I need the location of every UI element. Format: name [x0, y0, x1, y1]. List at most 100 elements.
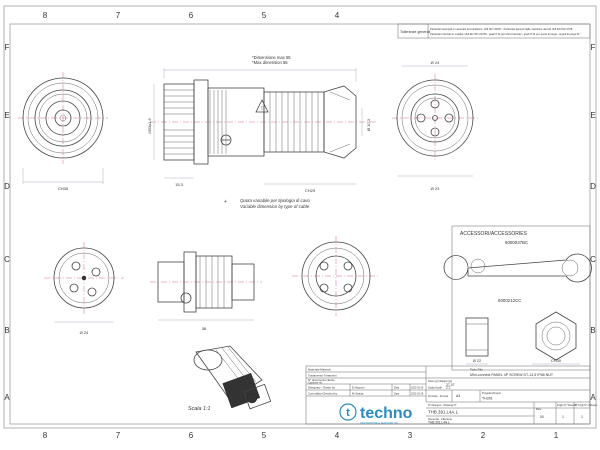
sheet-border-inner: [9, 23, 591, 425]
accessory-code-2: 6000212CC: [498, 298, 521, 303]
tb-file-value: THB.391.L4A.L: [428, 421, 450, 425]
col-label-bottom: 5: [262, 431, 267, 440]
col-label-bottom: 2: [481, 431, 486, 440]
col-label-bottom: 6: [189, 431, 194, 440]
row-label-left: F: [5, 43, 10, 52]
wrench-icon: [443, 253, 592, 283]
tb-scale-label: Scala-Scale: [428, 386, 442, 390]
svg-text:!: !: [261, 106, 262, 112]
tb-title-label: Titolo-Title: [470, 368, 483, 372]
col-label-top: 7: [116, 11, 121, 20]
dim-d22: Ø 22: [473, 359, 481, 363]
brand-tagline: INNOVAZIONE E AFFIDABILITÀ: [360, 421, 398, 425]
accessories-title: ACCESSORI/ACCESSORIES: [460, 231, 528, 237]
tb-title-value: Mini-connect PANEL 4P SCREW DT-13,5 IP68…: [470, 373, 554, 377]
column-labels: 8 7 6 5 4 8 7 6 5 4 3 2 1: [43, 11, 559, 440]
arrow-marker: +: [224, 199, 227, 205]
side-view-small: 36: [150, 251, 262, 331]
tb-file-label: Nome file - Filename: [428, 417, 452, 421]
row-label-left: A: [4, 393, 10, 402]
tb-date-label: Data: [394, 387, 400, 390]
tb-rev-label: Rev.: [536, 407, 542, 411]
col-label-top: 6: [189, 11, 194, 20]
tb-checked-value: M.Strada: [352, 392, 364, 396]
tb-scale-value: 2:1: [446, 386, 451, 390]
row-label-left: C: [4, 255, 10, 264]
row-label-right: F: [591, 43, 596, 52]
tb-checked-date-label: Data: [394, 393, 400, 396]
col-label-bottom: 7: [116, 431, 121, 440]
tb-sheet-label: Foglio N° Sheet N°: [557, 404, 577, 407]
accessory-code-1: 6000037BC: [505, 240, 528, 245]
dim-m33: M33x1.5: [147, 118, 152, 134]
front-view-socket-face: Ø 24 Ø 23: [392, 60, 478, 191]
row-label-right: C: [590, 255, 596, 264]
front-view-small-left: Ø 24: [44, 242, 124, 335]
col-label-bottom: 8: [43, 431, 48, 440]
row-label-right: B: [590, 326, 595, 335]
dim-ch29: CH29: [305, 188, 316, 193]
tb-rev-value: 00: [540, 415, 544, 419]
col-label-top: 8: [43, 11, 48, 20]
brand-name: techno: [360, 405, 413, 422]
tb-sheets-value: 1: [581, 415, 583, 419]
dim-36: 36: [202, 326, 207, 331]
row-label-left: E: [4, 111, 9, 120]
row-label-right: D: [590, 182, 596, 191]
tb-checked-label: Controllato-Checked by: [308, 392, 338, 396]
side-view-connector: ! M33x1.5 15,3 Ø 10,3 CH29: [147, 68, 378, 193]
row-labels: F E D C B A F E D C B A: [4, 43, 596, 402]
note-variable-it: Quota variabile per tipologia di cavo: [240, 198, 310, 203]
note-dim-max-en: *Max dimension 55: [252, 60, 288, 65]
tb-drawing-label: N° Disegno - Drawing N°: [428, 403, 457, 407]
row-label-right: A: [590, 393, 596, 402]
tolerance-label: Tolleranze generali: [400, 30, 430, 34]
dim-15-3: 15,3: [175, 182, 184, 187]
col-label-bottom: 3: [408, 431, 413, 440]
tb-designed-value: E.Negroni: [352, 386, 365, 390]
tolerance-line-1: Particolari stampati in materiale termop…: [430, 27, 573, 31]
nut-front-view: [535, 311, 577, 361]
dim-d24-top: Ø 24: [431, 60, 440, 65]
dim-ch35: CH35: [58, 186, 69, 191]
brand-logo: t techno INNOVAZIONE E AFFIDABILITÀ: [339, 403, 413, 425]
tb-project-label: Progetto-Project: [482, 391, 501, 395]
tb-project-value: TH391: [482, 397, 493, 401]
tb-sheet-value: 1: [562, 415, 564, 419]
tb-drawing-value: THB.391.L4A.L: [428, 410, 459, 415]
tb-weight-label: Peso (gr) Weight (gr): [428, 379, 452, 383]
note-dim-max-it: *Dimensione max 55: [252, 55, 291, 60]
col-label-bottom: 4: [335, 431, 340, 440]
sheet-border-outer: [3, 5, 597, 429]
tolerance-line-2: Particolari tranciati in metallo: UNI EN…: [430, 32, 581, 36]
dim-d10: Ø 10,3: [366, 118, 371, 131]
dim-d24-left: Ø 24: [80, 330, 89, 335]
tb-treatment-label: Trattamento-Treatment: [308, 374, 337, 378]
tb-format-value: A3: [456, 394, 460, 398]
brand-logo-letter: t: [346, 407, 350, 419]
dim-ch30: CH30: [551, 358, 562, 363]
col-label-top: 4: [335, 11, 340, 20]
tb-customer-doc-label: N° documento cliente: [308, 378, 335, 382]
note-variable-en: Variable dimension by type of cable: [240, 204, 310, 209]
row-label-left: B: [4, 326, 9, 335]
tb-format-label: Formato - Format: [428, 394, 448, 398]
nut-side-view: [465, 317, 489, 357]
tb-designed-label: Disegnato - Drawn by: [308, 386, 335, 390]
tolerance-box: Tolleranze generali Particolari stampati…: [397, 23, 591, 39]
tb-date-value: 2022-03-15: [411, 387, 424, 390]
col-label-bottom: 1: [554, 431, 559, 440]
col-label-top: 5: [262, 11, 267, 20]
scale-note: Scala 1:1: [188, 406, 210, 412]
title-block: Materiale-Material Trattamento-Treatment…: [305, 365, 598, 425]
row-label-right: E: [590, 111, 595, 120]
tb-weight-value: 27,37: [446, 383, 455, 387]
row-label-left: D: [4, 182, 10, 191]
dim-d23: Ø 23: [431, 186, 440, 191]
tb-customer-ref-label: Customer ref.: [308, 382, 323, 385]
front-view-hex-nut: CH35: [18, 72, 108, 191]
tb-sheets-label: N° Fogli N° of sheets: [575, 404, 598, 407]
isometric-view: [193, 345, 272, 410]
